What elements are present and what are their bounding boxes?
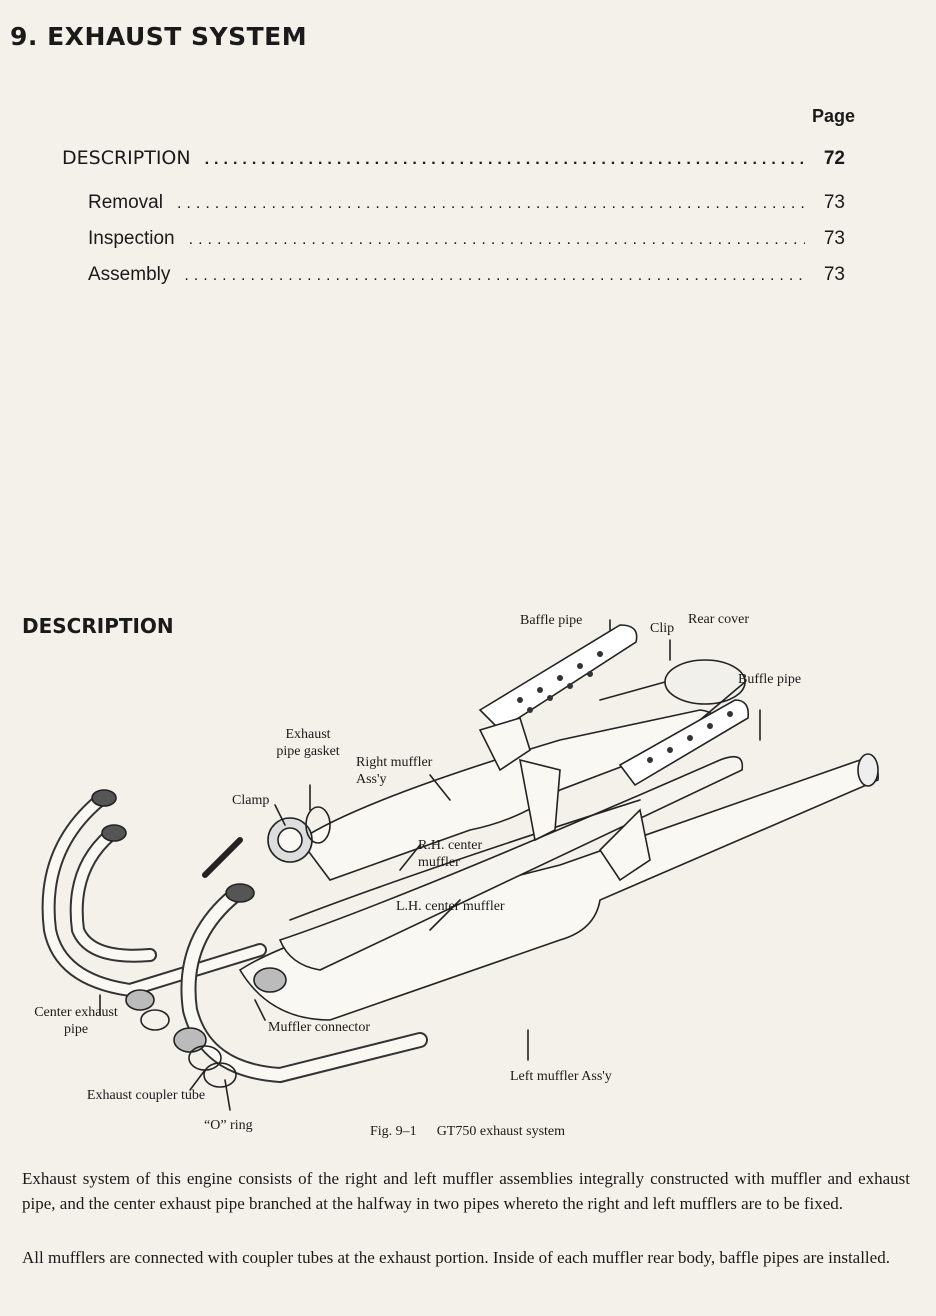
label-left-muffler: Left muffler Ass'y [510,1069,612,1084]
label-rh-center-muffler: R.H. center muffler [418,838,483,870]
toc-entry-page: 73 [823,228,845,249]
label-clamp: Clamp [232,793,270,808]
toc-entry-label: Inspection [88,228,175,249]
exhaust-system-diagram [41,619,879,1111]
section-heading: DESCRIPTION [22,614,174,638]
toc-leader-dots: ........................................… [204,151,805,168]
body-paragraph-1: Exhaust system of this engine consists o… [22,1169,910,1213]
toc-entry-label: DESCRIPTION [62,147,191,169]
toc-leader-dots: ........................................… [184,267,805,284]
toc-leader-dots: ........................................… [176,195,805,212]
toc-entry-label: Removal [88,192,163,213]
toc-entry-label: Assembly [88,264,171,285]
chapter-title: 9. EXHAUST SYSTEM [10,22,308,51]
label-o-ring: “O” ring [204,1118,253,1133]
toc-entry-assembly[interactable]: Assembly ...............................… [88,264,845,286]
label-lh-center-muffler: L.H. center muffler [396,899,505,914]
label-buffle-pipe: Buffle pipe [738,672,802,687]
toc-entry-page: 72 [823,148,845,169]
figure-number: Fig. 9–1 [370,1124,417,1139]
figure-caption-text: GT750 exhaust system [436,1124,566,1139]
label-muffler-connector: Muffler connector [268,1020,370,1035]
label-baffle-pipe: Baffle pipe [520,613,583,628]
label-exhaust-pipe-gasket: Exhaust pipe gasket [276,727,340,759]
toc-leader-dots: ........................................… [188,231,805,248]
body-paragraph-2: All mufflers are connected with coupler … [22,1248,890,1267]
figure-caption: Fig. 9–1 GT750 exhaust system [370,1124,585,1140]
toc-entry-page: 73 [823,192,845,213]
toc-page-header: Page [812,106,856,126]
label-center-exhaust-pipe: Center exhaust pipe [34,1005,118,1037]
toc-entry-removal[interactable]: Removal ................................… [88,192,845,214]
label-clip: Clip [650,621,675,636]
toc-entry-inspection[interactable]: Inspection .............................… [88,228,845,250]
toc-entry-page: 73 [823,264,845,285]
label-exhaust-coupler-tube: Exhaust coupler tube [86,1088,206,1103]
toc-entry-description[interactable]: DESCRIPTION ............................… [62,147,845,170]
label-right-muffler: Right muffler Ass'y [356,755,433,787]
label-rear-cover: Rear cover [688,612,750,627]
